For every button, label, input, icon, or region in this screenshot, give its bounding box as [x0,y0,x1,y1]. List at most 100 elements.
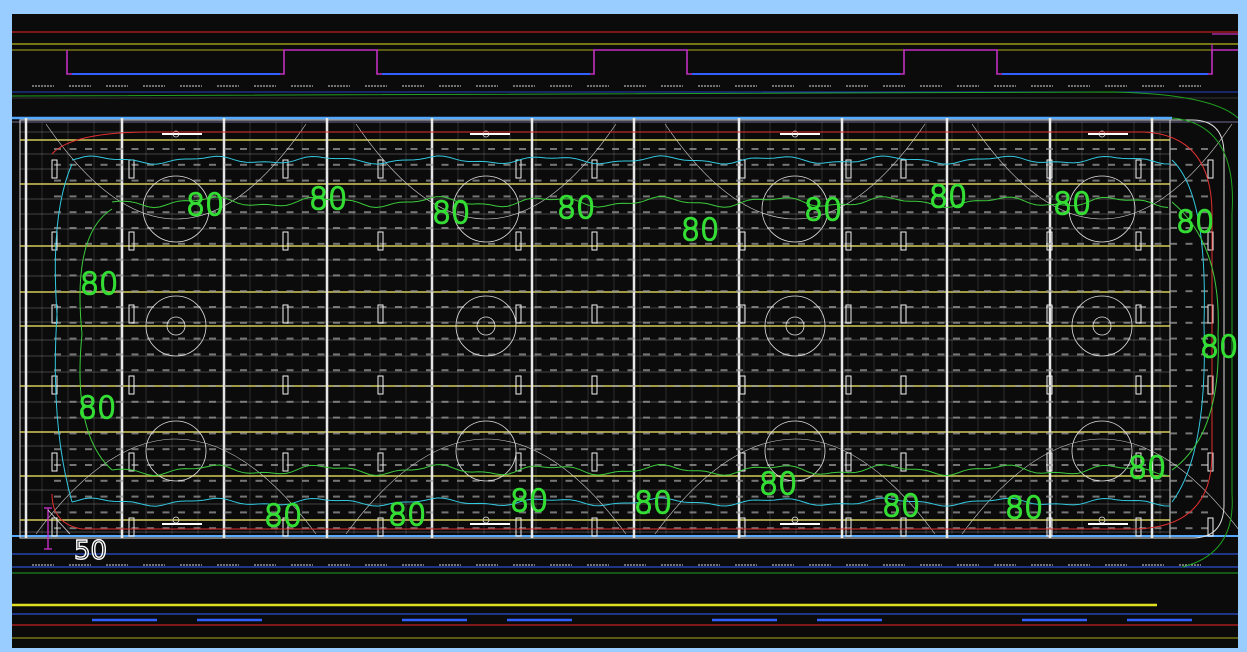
value-reading [457,448,464,451]
value-reading [782,448,790,451]
value-reading [674,148,681,150]
value-reading [395,464,402,466]
light-fixture [51,159,58,179]
value-reading [1077,448,1084,451]
value-reading [798,495,805,498]
value-reading [1108,527,1115,530]
value-reading [891,448,898,451]
value-reading [1123,258,1131,261]
light-fixture [1135,231,1142,251]
value-reading [968,385,976,387]
value-reading [1015,179,1022,182]
value-reading [906,148,914,150]
value-reading [457,227,464,229]
value-reading [441,148,449,150]
value-reading [1123,464,1131,466]
value-reading [720,448,728,451]
value-reading [906,432,914,435]
value-reading [1061,195,1069,198]
value-reading [612,400,619,403]
value-reading [1046,290,1053,293]
value-reading [193,179,201,182]
value-reading [736,227,743,229]
value-reading [441,274,449,277]
value-reading [395,416,402,419]
value-reading [333,448,340,451]
fixture-arc [35,438,317,535]
value-reading [813,495,821,498]
value-reading [426,464,433,466]
value-reading [1046,353,1053,356]
value-reading [596,290,604,293]
value-reading [705,211,712,214]
value-reading [1123,495,1131,498]
value-reading [1170,464,1177,466]
value-reading [1092,290,1100,293]
value-reading [658,511,666,514]
cad-viewport[interactable]: 80 80 80 80 80 80 80 80 80 80 80 80 80 8… [12,14,1238,648]
value-reading [1092,179,1100,182]
value-reading [209,464,216,466]
value-reading [209,321,216,324]
value-reading [860,211,867,214]
value-reading [612,353,619,356]
value-reading [953,495,960,498]
value-reading [674,400,681,403]
value-reading [1046,495,1053,498]
contour-green [111,464,1169,477]
value-reading [1077,321,1084,324]
value-reading [829,290,836,293]
value-reading [1046,258,1053,261]
value-reading [767,195,774,198]
value-reading [1092,337,1100,340]
value-reading [1123,400,1131,403]
value-reading [906,416,914,419]
value-reading [844,416,852,419]
value-reading [643,148,650,150]
value-reading [1154,353,1162,356]
value-reading [829,195,836,198]
value-reading [519,179,526,182]
value-reading [720,511,728,514]
value-reading [891,258,898,261]
value-reading [488,258,495,261]
value-reading [271,511,278,514]
value-reading [674,306,681,308]
value-reading [860,495,867,498]
light-fixtures [51,133,1214,537]
value-reading [1201,527,1208,530]
value-reading [1123,195,1131,198]
value-reading [457,353,464,356]
value-reading [209,163,216,166]
value-reading [131,511,139,514]
value-reading [162,416,170,419]
value-reading [302,464,309,466]
light-fixture [128,231,135,251]
value-reading [550,448,557,451]
value-reading [612,242,619,245]
value-reading [348,464,356,466]
value-reading [410,306,418,308]
value-reading [224,321,232,324]
value-reading [224,227,232,229]
contour-label: 80 [186,188,224,223]
value-reading [410,321,418,324]
value-reading [178,148,185,150]
value-reading [720,163,728,166]
value-reading [472,321,480,324]
value-reading [131,385,139,387]
value-reading [643,511,650,514]
value-reading [689,306,697,308]
value-reading [1061,353,1069,356]
value-reading [209,432,216,435]
value-reading [813,385,821,387]
value-reading [860,448,867,451]
value-reading [472,511,480,514]
value-reading [860,400,867,403]
value-reading [348,385,356,387]
value-reading [1185,385,1193,387]
value-reading [860,321,867,324]
value-reading [286,242,294,245]
value-reading [1123,448,1131,451]
value-reading [984,353,991,356]
